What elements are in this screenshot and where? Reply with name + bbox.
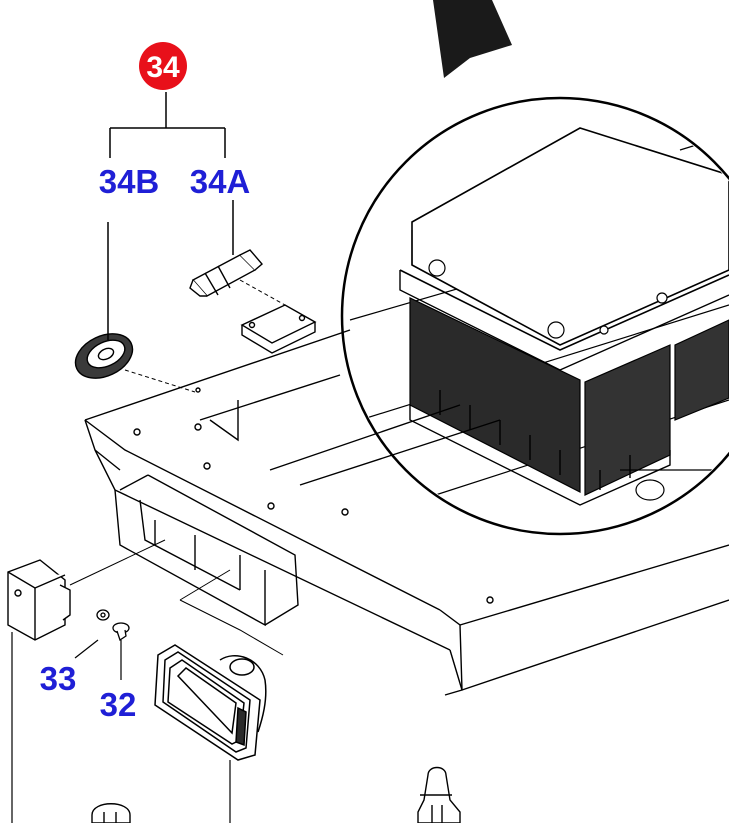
callout-label-34b[interactable]: 34B <box>99 163 160 200</box>
leader-lines <box>69 279 286 656</box>
vertical-leaders <box>11 632 231 823</box>
callout-label-33[interactable]: 33 <box>40 660 77 697</box>
washer-33 <box>96 609 110 621</box>
work-lamp <box>154 644 267 761</box>
battery <box>399 127 729 506</box>
callout-bracket <box>107 92 234 340</box>
callout-label-32[interactable]: 32 <box>100 686 137 723</box>
badge-circle <box>139 42 187 90</box>
detail-magnifier <box>340 96 729 536</box>
marker-lamp <box>7 559 71 641</box>
callout-label-34a[interactable]: 34A <box>190 163 251 200</box>
bulb-34a <box>189 249 263 297</box>
bottom-socket <box>91 803 131 823</box>
screw-32 <box>112 622 130 642</box>
callout-badge-34[interactable]: 34 <box>139 42 187 90</box>
bottom-bulb <box>417 766 461 823</box>
grommet-34b <box>74 333 134 379</box>
lamp-housing <box>114 474 299 627</box>
badge-text: 34 <box>146 51 180 84</box>
frame-body <box>84 304 729 696</box>
dark-wedge <box>433 0 512 78</box>
